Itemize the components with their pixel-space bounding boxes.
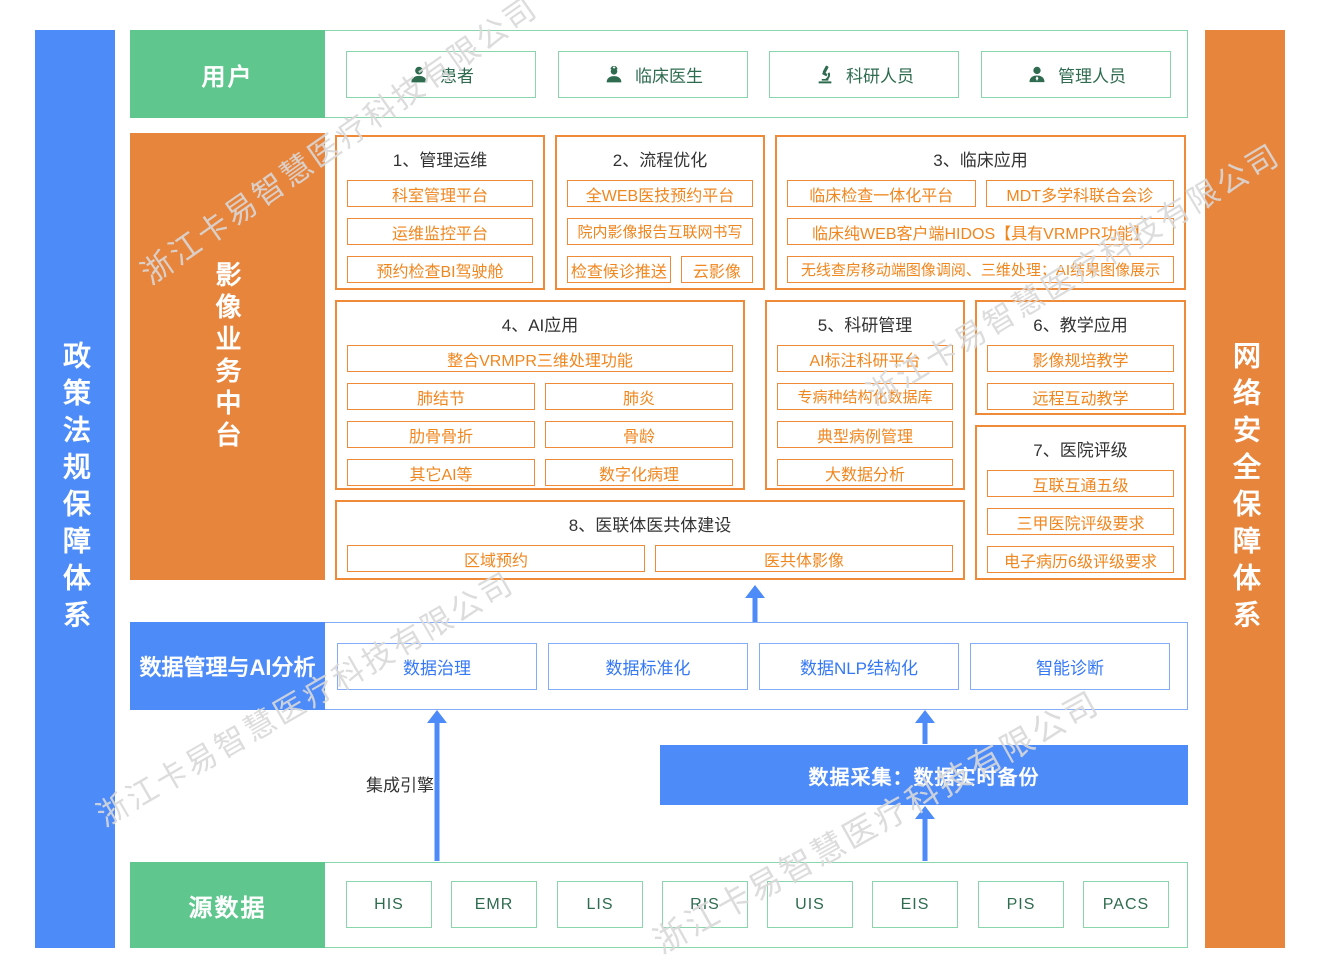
platform-item: 云影像	[680, 256, 753, 283]
source-item-eis: EIS	[872, 881, 958, 928]
data-collection-box: 数据采集：数据实时备份	[660, 745, 1188, 805]
platform-item: 科室管理平台	[347, 180, 533, 207]
source-data-label: 源数据	[130, 862, 325, 948]
source-item-his: HIS	[346, 881, 432, 928]
section-ai-application: 4、AI应用 整合VRMPR三维处理功能 肺结节 肺炎 肋骨骨折 骨龄 其它AI…	[335, 300, 745, 490]
user-item-researcher: 科研人员	[769, 51, 959, 98]
user-item-label: 管理人员	[1058, 67, 1126, 86]
user-item-patient: 患者	[346, 51, 536, 98]
arrow-datamgmt-to-platform	[745, 585, 765, 622]
platform-item: 肋骨骨折	[347, 421, 535, 448]
user-item-doctor: 临床医生	[558, 51, 748, 98]
platform-item: 骨龄	[545, 421, 733, 448]
network-security-bar: 网络安全保障体系	[1205, 30, 1285, 948]
arrow-source-to-collection	[915, 806, 935, 861]
policy-regulation-bar: 政策法规保障体系	[35, 30, 115, 948]
arrow-integration-engine	[427, 710, 447, 861]
data-mgmt-item: 数据标准化	[548, 643, 748, 690]
doctor-icon	[603, 64, 625, 86]
section-title: 4、AI应用	[501, 316, 579, 335]
network-security-label: 网络安全保障体系	[1230, 341, 1261, 637]
source-item-pis: PIS	[978, 881, 1064, 928]
source-item-lis: LIS	[557, 881, 643, 928]
platform-item: 三甲医院评级要求	[987, 508, 1174, 535]
platform-item: AI标注科研平台	[777, 345, 953, 372]
platform-item: 影像规培教学	[987, 345, 1174, 372]
source-item-ris: RIS	[662, 881, 748, 928]
user-item-label: 患者	[440, 67, 474, 86]
platform-item: 互联互通五级	[987, 470, 1174, 497]
platform-item: MDT多学科联合会诊	[985, 180, 1174, 207]
platform-item: 整合VRMPR三维处理功能	[347, 345, 733, 372]
platform-item: 临床纯WEB客户端HIDOS【具有VRMPR功能】	[787, 218, 1174, 245]
section-process-optimization: 2、流程优化 全WEB医技预约平台 院内影像报告互联网书写 检查候诊推送 云影像	[555, 135, 765, 290]
users-row-label: 用户	[130, 30, 325, 118]
data-mgmt-item: 数据NLP结构化	[759, 643, 959, 690]
data-management-row: 数据管理与AI分析 数据治理 数据标准化 数据NLP结构化 智能诊断	[130, 622, 1188, 710]
admin-icon	[1026, 64, 1048, 86]
source-item-emr: EMR	[451, 881, 537, 928]
section-medical-alliance: 8、医联体医共体建设 区域预约 医共体影像	[335, 500, 965, 580]
arrow-collection-to-datamgmt	[915, 710, 935, 744]
platform-item: 大数据分析	[777, 459, 953, 486]
section-hospital-rating: 7、医院评级 互联互通五级 三甲医院评级要求 电子病历6级评级要求	[975, 425, 1186, 580]
platform-item: 检查候诊推送	[567, 256, 671, 283]
user-item-admin: 管理人员	[981, 51, 1171, 98]
source-item-pacs: PACS	[1083, 881, 1169, 928]
section-management-ops: 1、管理运维 科室管理平台 运维监控平台 预约检查BI驾驶舱	[335, 135, 545, 290]
platform-item: 全WEB医技预约平台	[567, 180, 753, 207]
patient-icon	[408, 64, 430, 86]
source-item-uis: UIS	[767, 881, 853, 928]
platform-item: 区域预约	[347, 545, 645, 572]
section-research-management: 5、科研管理 AI标注科研平台 专病种结构化数据库 典型病例管理 大数据分析	[765, 300, 965, 490]
section-title: 7、医院评级	[1033, 441, 1128, 460]
platform-item: 肺炎	[545, 383, 733, 410]
data-mgmt-item: 智能诊断	[970, 643, 1170, 690]
platform-item: 院内影像报告互联网书写	[567, 218, 753, 245]
platform-item: 数字化病理	[545, 459, 733, 486]
imaging-platform-label-block: 影像业务中台	[130, 133, 325, 580]
platform-item: 临床检查一体化平台	[787, 180, 976, 207]
platform-item: 其它AI等	[347, 459, 535, 486]
users-row: 用户 患者 临床医生 科研人员 管理人员	[130, 30, 1188, 118]
section-title: 6、教学应用	[1033, 316, 1128, 335]
section-title: 5、科研管理	[817, 316, 913, 335]
platform-item: 无线查房移动端图像调阅、三维处理；AI结果图像展示	[787, 256, 1174, 283]
microscope-icon	[814, 64, 836, 86]
user-item-label: 科研人员	[846, 67, 914, 86]
policy-regulation-label: 政策法规保障体系	[60, 341, 91, 637]
integration-engine-label: 集成引擎	[366, 776, 434, 795]
section-title: 2、流程优化	[612, 151, 708, 170]
user-item-label: 临床医生	[635, 67, 703, 86]
section-clinical-application: 3、临床应用 临床检查一体化平台 MDT多学科联合会诊 临床纯WEB客户端HID…	[775, 135, 1186, 290]
section-title: 3、临床应用	[933, 151, 1028, 170]
data-management-label: 数据管理与AI分析	[130, 622, 325, 710]
platform-item: 远程互动教学	[987, 383, 1174, 410]
platform-item: 预约检查BI驾驶舱	[347, 256, 533, 283]
source-data-row: 源数据 HIS EMR LIS RIS UIS EIS PIS PACS	[130, 862, 1188, 948]
platform-item: 医共体影像	[655, 545, 953, 572]
imaging-platform-label: 影像业务中台	[212, 260, 242, 453]
section-teaching-application: 6、教学应用 影像规培教学 远程互动教学	[975, 300, 1186, 415]
platform-item: 典型病例管理	[777, 421, 953, 448]
platform-item: 专病种结构化数据库	[777, 383, 953, 410]
platform-item: 肺结节	[347, 383, 535, 410]
platform-item: 电子病历6级评级要求	[987, 546, 1174, 573]
section-title: 8、医联体医共体建设	[568, 516, 732, 535]
section-title: 1、管理运维	[392, 151, 488, 170]
platform-item: 运维监控平台	[347, 218, 533, 245]
data-mgmt-item: 数据治理	[337, 643, 537, 690]
